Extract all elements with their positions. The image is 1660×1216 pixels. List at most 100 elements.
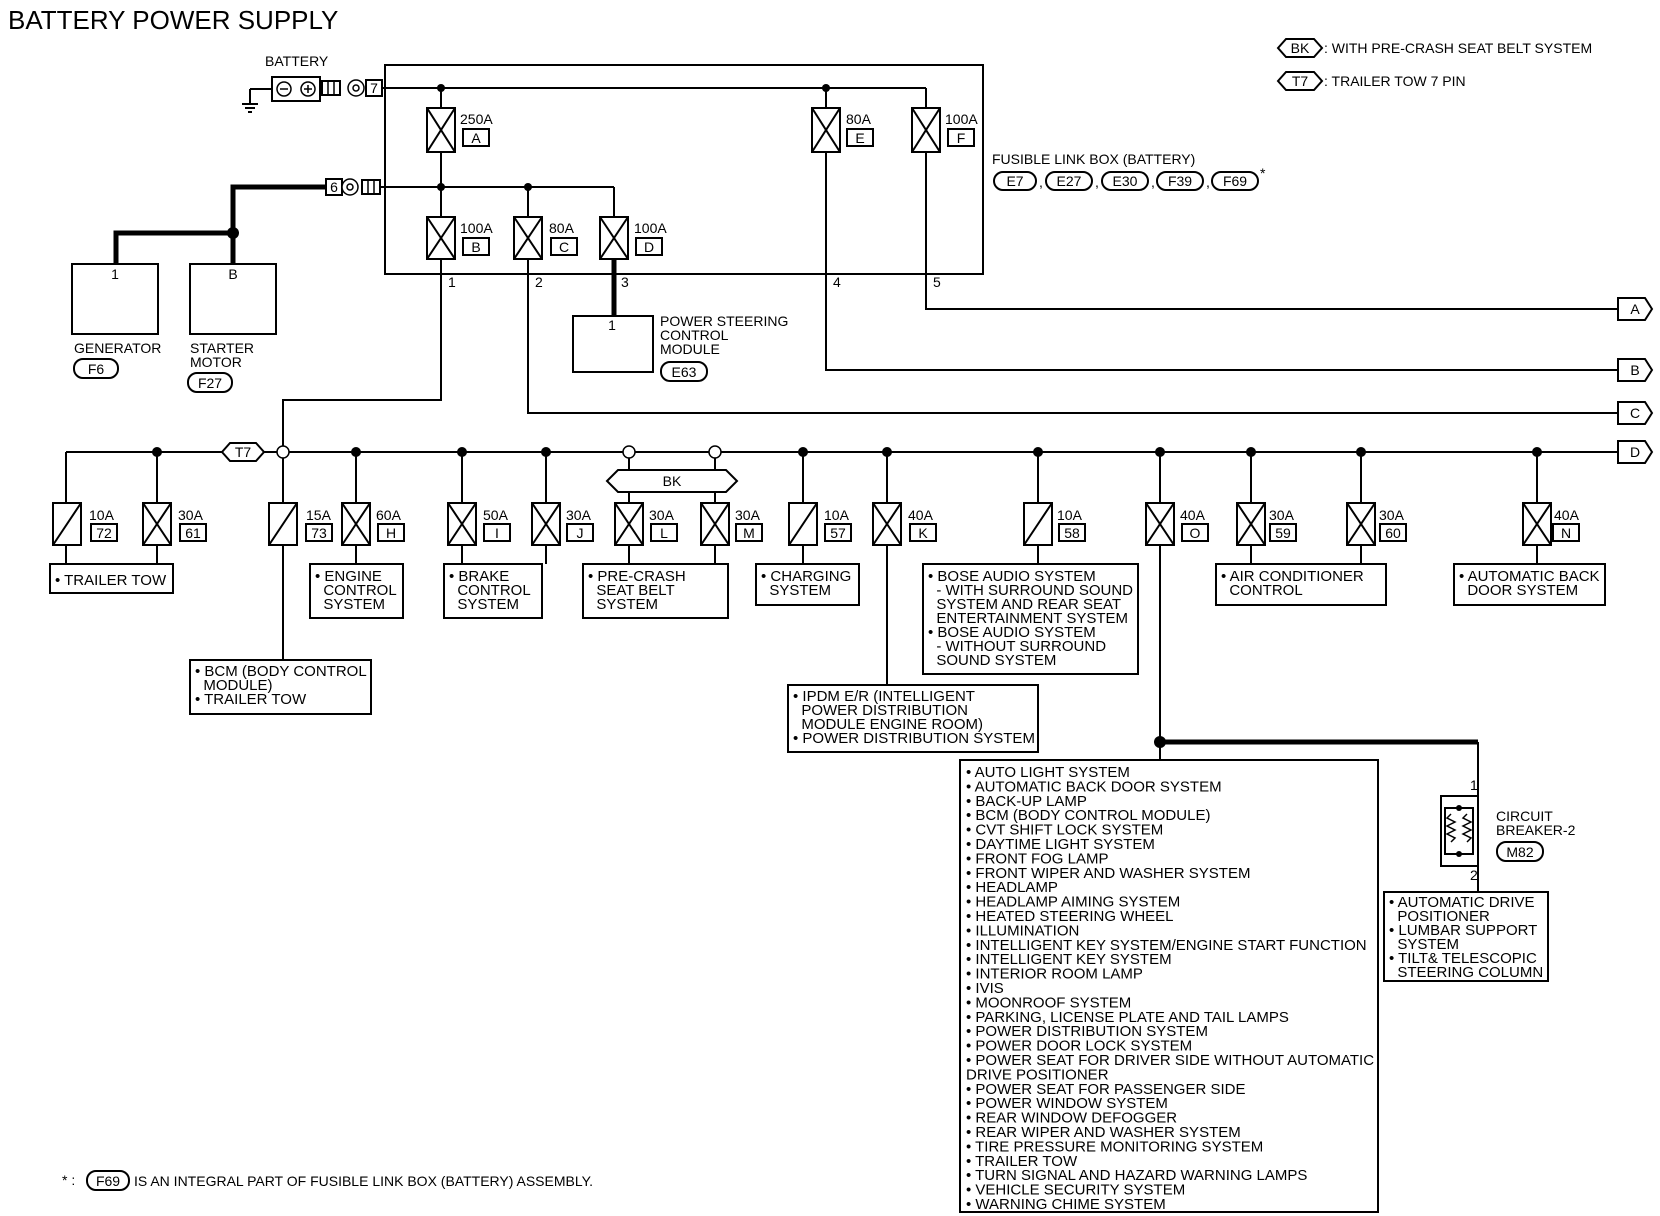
svg-text:,: , bbox=[1151, 174, 1155, 190]
body-system-item: • FRONT WIPER AND WASHER SYSTEM bbox=[966, 865, 1250, 882]
svg-text:100A: 100A bbox=[460, 220, 493, 236]
flb-pin-2: 2 bbox=[535, 274, 543, 290]
load-automatic-drive-positioner: • AUTOMATIC DRIVE POSITIONER • LUMBAR SU… bbox=[1383, 891, 1549, 982]
load-body-systems-list: • AUTO LIGHT SYSTEM• AUTOMATIC BACK DOOR… bbox=[959, 759, 1379, 1213]
fusible-link-box-label-group: FUSIBLE LINK BOX (BATTERY) E7 , E27 , E3… bbox=[992, 151, 1266, 191]
svg-text:• BCM (BODY CONTROL: • BCM (BODY CONTROL bbox=[195, 663, 367, 680]
fuse-o: 40A O bbox=[1145, 502, 1209, 546]
flb-connector-f69: F69 bbox=[1211, 171, 1259, 191]
fuse-57: 10A 57 bbox=[788, 502, 852, 546]
psc-label-3: MODULE bbox=[660, 341, 720, 357]
fusible-link-box-label: FUSIBLE LINK BOX (BATTERY) bbox=[992, 151, 1195, 167]
svg-text:O: O bbox=[1190, 525, 1201, 541]
svg-text:59: 59 bbox=[1275, 525, 1291, 541]
svg-text:73: 73 bbox=[311, 525, 327, 541]
svg-text:40A: 40A bbox=[1180, 507, 1206, 523]
svg-text:MODULE ENGINE ROOM): MODULE ENGINE ROOM) bbox=[793, 716, 983, 733]
svg-text:61: 61 bbox=[185, 525, 201, 541]
legend-bk-text: : WITH PRE-CRASH SEAT BELT SYSTEM bbox=[1324, 40, 1592, 56]
cb-pin-1: 1 bbox=[1470, 777, 1478, 793]
body-system-item: • INTELLIGENT KEY SYSTEM bbox=[966, 951, 1172, 968]
fuse-j: 30A J bbox=[531, 502, 594, 546]
svg-text:10A: 10A bbox=[89, 507, 115, 523]
output-a: A bbox=[1617, 297, 1654, 321]
svg-text:SYSTEM: SYSTEM bbox=[588, 596, 658, 613]
svg-text:30A: 30A bbox=[1379, 507, 1405, 523]
load-air-conditioner: • AIR CONDITIONER CONTROL bbox=[1215, 563, 1387, 606]
fuse-n: 40A N bbox=[1522, 502, 1580, 546]
svg-text:40A: 40A bbox=[908, 507, 934, 523]
svg-text:J: J bbox=[577, 525, 584, 541]
cb-label-2: BREAKER-2 bbox=[1496, 822, 1576, 838]
load-bcm: • BCM (BODY CONTROL MODULE) • TRAILER TO… bbox=[189, 659, 372, 715]
fuse-l: 30A L bbox=[614, 502, 678, 546]
svg-text:SYSTEM: SYSTEM bbox=[1389, 936, 1459, 953]
cb-connector: M82 bbox=[1506, 844, 1533, 860]
bus-tag-t7-frame bbox=[220, 442, 266, 462]
svg-text:40A: 40A bbox=[1554, 507, 1580, 523]
body-system-item: • HEADLAMP AIMING SYSTEM bbox=[966, 894, 1180, 911]
body-system-item: • AUTO LIGHT SYSTEM bbox=[966, 764, 1130, 781]
battery-label: BATTERY bbox=[265, 53, 329, 69]
svg-text:• TRAILER TOW: • TRAILER TOW bbox=[55, 572, 167, 589]
svg-text:MODULE): MODULE) bbox=[195, 677, 273, 694]
svg-text:• CHARGING: • CHARGING bbox=[761, 568, 851, 585]
flb-connector-f39: F39 bbox=[1156, 171, 1204, 191]
svg-text:CONTROL: CONTROL bbox=[1221, 582, 1303, 599]
bus-tag-t7: T7 bbox=[235, 444, 252, 460]
svg-text:B: B bbox=[1630, 362, 1639, 378]
load-brake-control: • BRAKE CONTROL SYSTEM bbox=[443, 563, 543, 619]
svg-text:SYSTEM: SYSTEM bbox=[761, 582, 831, 599]
psc-connector: E63 bbox=[672, 364, 697, 380]
svg-text:SYSTEM: SYSTEM bbox=[315, 596, 385, 613]
fuse-h: 60A H bbox=[341, 502, 405, 546]
svg-text:50A: 50A bbox=[483, 507, 509, 523]
svg-text:80A: 80A bbox=[549, 220, 575, 236]
svg-text:H: H bbox=[386, 525, 396, 541]
bus-tag-bk: BK bbox=[663, 473, 682, 489]
svg-text:• TRAILER TOW: • TRAILER TOW bbox=[195, 691, 307, 708]
svg-text:CONTROL: CONTROL bbox=[315, 582, 397, 599]
load-bose-audio: • BOSE AUDIO SYSTEM - WITH SURROUND SOUN… bbox=[922, 563, 1139, 675]
body-system-item: • HEADLAMP bbox=[966, 879, 1058, 896]
fuse-m: 30A M bbox=[700, 502, 763, 546]
generator-pin: 1 bbox=[111, 266, 119, 282]
svg-text:• AUTOMATIC BACK: • AUTOMATIC BACK bbox=[1459, 568, 1600, 585]
svg-text:• BOSE AUDIO SYSTEM: • BOSE AUDIO SYSTEM bbox=[928, 624, 1096, 641]
flb-asterisk: * bbox=[1260, 165, 1266, 181]
svg-text:250A: 250A bbox=[460, 111, 493, 127]
terminal-6-label: 6 bbox=[330, 179, 338, 195]
svg-text:D: D bbox=[1630, 444, 1640, 460]
load-pre-crash: • PRE-CRASH SEAT BELT SYSTEM bbox=[582, 563, 729, 619]
svg-text:15A: 15A bbox=[306, 507, 332, 523]
body-system-item: • TURN SIGNAL AND HAZARD WARNING LAMPS bbox=[966, 1167, 1307, 1184]
psc-pin: 1 bbox=[608, 317, 616, 333]
power-steering-control-module: 1 POWER STEERING CONTROL MODULE E63 bbox=[572, 313, 788, 382]
svg-text:POWER DISTRIBUTION: POWER DISTRIBUTION bbox=[793, 702, 968, 719]
cb-pin-2: 2 bbox=[1470, 867, 1478, 883]
fusible-link-d: 100A D bbox=[599, 216, 667, 260]
svg-text:SOUND SYSTEM: SOUND SYSTEM bbox=[928, 652, 1056, 669]
fuse-60: 30A 60 bbox=[1346, 502, 1407, 546]
load-automatic-back-door: • AUTOMATIC BACK DOOR SYSTEM bbox=[1453, 563, 1606, 606]
fusible-link-c: 80A C bbox=[513, 216, 578, 260]
load-engine-control: • ENGINE CONTROL SYSTEM bbox=[309, 563, 404, 619]
body-system-item: • BCM (BODY CONTROL MODULE) bbox=[966, 807, 1210, 824]
svg-text:,: , bbox=[1095, 174, 1099, 190]
svg-text:• AIR CONDITIONER: • AIR CONDITIONER bbox=[1221, 568, 1364, 585]
svg-text:• LUMBAR SUPPORT: • LUMBAR SUPPORT bbox=[1389, 922, 1537, 939]
svg-text:• IPDM E/R (INTELLIGENT: • IPDM E/R (INTELLIGENT bbox=[793, 688, 975, 705]
svg-text:30A: 30A bbox=[566, 507, 592, 523]
flb-connector-e27: E27 bbox=[1045, 171, 1093, 191]
starter-label-2: MOTOR bbox=[190, 354, 242, 370]
fusible-link-f: 100A F bbox=[911, 107, 978, 153]
svg-text:E: E bbox=[855, 130, 864, 146]
fuse-i: 50A I bbox=[447, 502, 511, 546]
svg-text:C: C bbox=[559, 239, 569, 255]
battery-clamp-icon bbox=[321, 80, 341, 96]
svg-text:DOOR SYSTEM: DOOR SYSTEM bbox=[1459, 582, 1578, 599]
fusible-link-e: 80A E bbox=[811, 107, 874, 153]
body-system-item: • ILLUMINATION bbox=[966, 922, 1079, 939]
load-ipdm: • IPDM E/R (INTELLIGENT POWER DISTRIBUTI… bbox=[787, 684, 1039, 753]
